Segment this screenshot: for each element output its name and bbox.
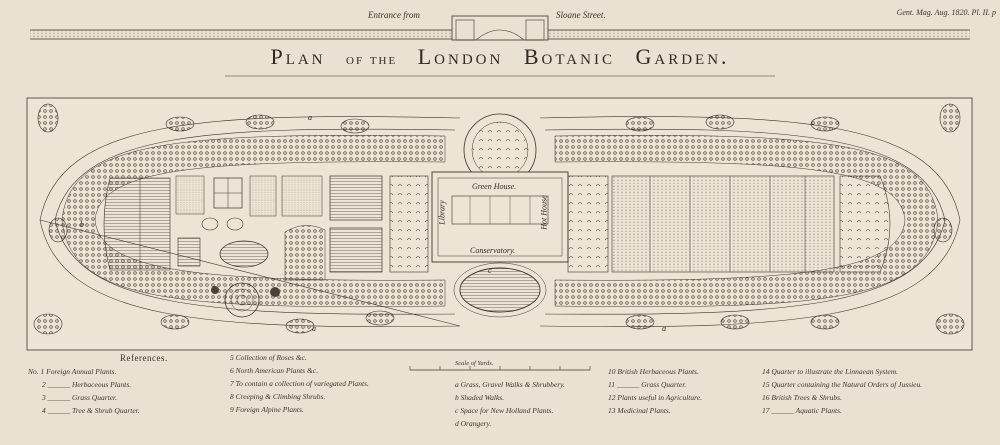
ref-1: No. 1 Foreign Annual Plants. (28, 367, 117, 376)
ref-8: 8 Creeping & Climbing Shrubs. (230, 392, 326, 401)
walk-c-label: c (488, 266, 492, 275)
title-word-1: Plan (270, 44, 326, 69)
title-word-3: London (417, 44, 504, 69)
walk-a-label-bottom: a (312, 324, 316, 333)
ref-4: 4 ______ Tree & Shrub Quarter. (42, 406, 140, 415)
scale-bar (409, 366, 591, 371)
ref-6: 6 North American Plants &c. (230, 366, 318, 375)
ref-14: 14 Quarter to illustrate the Linnaean Sy… (762, 367, 899, 376)
tree-clumps (33, 103, 965, 335)
title-word-2: of the (346, 52, 398, 68)
ref-17: 17 ______ Aquatic Plants. (762, 406, 842, 415)
walk-b-label: b (80, 220, 84, 229)
ref-c: c Space for New Holland Plants. (455, 406, 554, 415)
map-title: Plan of the London Botanic Garden. (0, 44, 1000, 70)
walk-a-label-top: a (308, 113, 312, 122)
entrance-gate (451, 15, 549, 41)
plate-reference: Gent. Mag. Aug. 1820. Pl. II. p (896, 8, 996, 17)
ref-16: 16 British Trees & Shrubs. (762, 393, 842, 402)
ref-7: 7 To contain a collection of variegated … (230, 379, 369, 388)
entrance-label-right: Sloane Street. (556, 10, 606, 20)
ref-15: 15 Quarter containing the Natural Orders… (762, 380, 923, 389)
references-heading: References. (120, 353, 168, 363)
title-word-4: Botanic (523, 44, 615, 69)
library-label: Library (437, 200, 447, 225)
ref-3: 3 ______ Grass Quarter. (42, 393, 118, 402)
hot-house-label: Hot House (539, 195, 549, 230)
central-buildings (431, 113, 569, 318)
ref-b: b Shaded Walks. (455, 393, 505, 402)
ref-11: 11 ______ Grass Quarter. (608, 380, 687, 389)
entrance-label-left: Entrance from (368, 10, 420, 20)
title-word-5: Garden. (635, 44, 730, 69)
conservatory-label: Conservatory. (470, 246, 516, 255)
walk-a-label-right: a (662, 324, 666, 333)
ref-5: 5 Collection of Roses &c. (230, 353, 307, 362)
ref-12: 12 Plants useful in Agriculture. (608, 393, 702, 402)
ref-13: 13 Medicinal Plants. (608, 406, 671, 415)
ref-10: 10 British Herbaceous Plants. (608, 367, 699, 376)
ref-2: 2 ______ Herbaceous Plants. (42, 380, 132, 389)
right-quarter (567, 175, 891, 273)
rose-collection-beds (329, 175, 429, 273)
ref-d: d Orangery. (455, 419, 492, 428)
ref-9: 9 Foreign Alpine Plants. (230, 405, 304, 414)
left-quarter (103, 175, 326, 318)
green-house-label: Green House. (472, 182, 517, 191)
ref-a: a Grass, Gravel Walks & Shrubbery. (455, 380, 565, 389)
scale-label: Scale of Yards. (455, 360, 494, 367)
